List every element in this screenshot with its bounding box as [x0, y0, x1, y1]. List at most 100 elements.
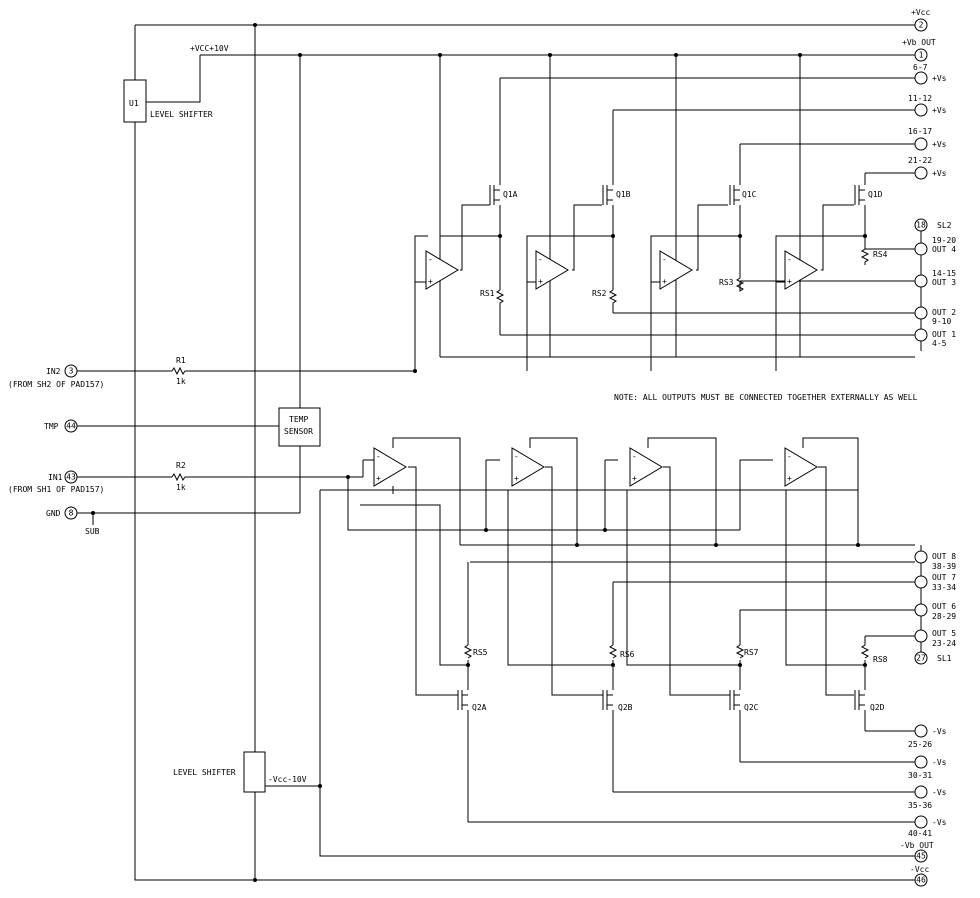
- out6-name: OUT 6: [932, 602, 956, 611]
- bottom-output-pins: OUT 8 38-39 OUT 7 33-34 OUT 6 28-29 OUT …: [460, 544, 956, 665]
- in2-source-note: (FROM SH2 OF PAD157): [8, 380, 104, 389]
- svg-text:-: -: [632, 452, 637, 461]
- top-vs-pin-2[interactable]: [914, 103, 928, 117]
- right-rail-pins: 2 +Vcc 1 +Vb OUT 45 -Vb OUT 46 -Vcc: [900, 8, 936, 887]
- pin-8-circle[interactable]: [64, 506, 78, 520]
- in1-source-note: (FROM SH1 OF PAD157): [8, 485, 104, 494]
- outputs-note: NOTE: ALL OUTPUTS MUST BE CONNECTED TOGE…: [614, 393, 918, 402]
- bottom-vs-pin-1[interactable]: [914, 724, 928, 738]
- out2-pin[interactable]: [914, 306, 928, 320]
- vcc-plus10-label: +VCC+10V: [190, 44, 229, 53]
- rs8-label: RS8: [873, 655, 888, 664]
- top-channel-b: - + Q1B RS2: [526, 55, 631, 371]
- out8-name: OUT 8: [932, 552, 956, 561]
- pin-27-number: 27: [916, 654, 926, 663]
- bottom-vs-range-4: 40-41: [908, 829, 932, 838]
- r1-label: R1: [176, 356, 186, 365]
- svg-text:-: -: [428, 255, 433, 264]
- bottom-vs-pin-4[interactable]: [914, 815, 928, 829]
- rs1-label: RS1: [480, 289, 495, 298]
- top-vs-label-2: +Vs: [932, 106, 947, 115]
- svg-text:+: +: [538, 277, 543, 286]
- pin-46-circle[interactable]: [914, 873, 928, 887]
- top-vs-range-4: 21-22: [908, 156, 932, 165]
- pin-46-label: -Vcc: [910, 865, 929, 874]
- out5-pin[interactable]: [914, 629, 928, 643]
- svg-text:+: +: [787, 277, 792, 286]
- rs2-label: RS2: [592, 289, 607, 298]
- out6-range: 28-29: [932, 612, 956, 621]
- q2a-label: Q2A: [472, 703, 487, 712]
- top-vs-label-4: +Vs: [932, 169, 947, 178]
- bottom-vs-label-2: -Vs: [932, 758, 947, 767]
- pin-1-number: 1: [919, 51, 924, 60]
- pin-3-number: 3: [69, 367, 74, 376]
- q1b-label: Q1B: [616, 190, 631, 199]
- vcc-minus10-label: -Vcc-10V: [268, 775, 307, 784]
- bottom-vs-pin-3[interactable]: [914, 785, 928, 799]
- bottom-vs-pin-2[interactable]: [914, 755, 928, 769]
- bottom-channel-a: - + Q2A RS5: [360, 437, 488, 822]
- out7-name: OUT 7: [932, 573, 956, 582]
- pin-44-number: 44: [66, 422, 76, 431]
- r2-label: R2: [176, 461, 186, 470]
- bottom-vs-label-3: -Vs: [932, 788, 947, 797]
- pin-8-number: 8: [69, 509, 74, 518]
- r1-value: 1k: [176, 377, 186, 386]
- q2c-label: Q2C: [744, 703, 759, 712]
- pin-46-number: 46: [916, 876, 926, 885]
- out5-range: 23-24: [932, 639, 956, 648]
- out3-pin[interactable]: [914, 274, 928, 288]
- top-vs-pin-4[interactable]: [914, 166, 928, 180]
- input-tmp: 44 TMP: [44, 419, 279, 433]
- out5-name: OUT 5: [932, 629, 956, 638]
- top-output-pins: 18 SL2 19-20 OUT 4 14-15 OUT 3 OUT 2 9-1…: [440, 218, 956, 358]
- pin-27-label: SL1: [937, 654, 952, 663]
- pin-1-circle[interactable]: [914, 48, 928, 62]
- out3-range: 14-15: [932, 269, 956, 278]
- top-vs-pin-3[interactable]: [914, 137, 928, 151]
- out7-range: 33-34: [932, 583, 956, 592]
- r2-value: 1k: [176, 483, 186, 492]
- pin-3-circle[interactable]: [64, 364, 78, 378]
- bottom-level-shifter: LEVEL SHIFTER -Vcc-10V: [173, 751, 307, 793]
- bottom-vs-range-2: 30-31: [908, 771, 932, 780]
- top-channel-c: - + Q1C RS3: [650, 55, 757, 371]
- q2b-label: Q2B: [618, 703, 633, 712]
- level-shifter-top-label: LEVEL SHIFTER: [150, 110, 213, 119]
- top-vs-pins: 6-7 +Vs 11-12 +Vs 16-17 +Vs 21-22 +Vs: [500, 63, 947, 180]
- top-channel-a: - + Q1A RS1: [414, 55, 518, 371]
- input-in2: 3 IN2 (FROM SH2 OF PAD157) R1 1k: [8, 356, 417, 389]
- out6-pin[interactable]: [914, 603, 928, 617]
- pin-43-circle[interactable]: [64, 470, 78, 484]
- out2-range: 9-10: [932, 317, 951, 326]
- temp-sensor-label-1: TEMP: [289, 415, 308, 424]
- pin-44-label: TMP: [44, 422, 59, 431]
- pin-45-circle[interactable]: [914, 849, 928, 863]
- pin-2-number: 2: [919, 21, 924, 30]
- out4-pin[interactable]: [914, 242, 928, 256]
- pin-2-circle[interactable]: [914, 18, 928, 32]
- pin-8-label: GND: [46, 509, 61, 518]
- pin-45-number: 45: [916, 852, 926, 861]
- temp-sensor: TEMP SENSOR: [278, 407, 321, 447]
- pin-27-circle[interactable]: [914, 651, 928, 665]
- pin-3-label: IN2: [46, 367, 61, 376]
- bottom-input-bus: [320, 477, 858, 532]
- pin-1-label: +Vb OUT: [902, 38, 936, 47]
- pin-2-label: +Vcc: [911, 8, 930, 17]
- out8-pin[interactable]: [914, 550, 928, 564]
- out1-name: OUT 1: [932, 330, 956, 339]
- q1a-label: Q1A: [503, 190, 518, 199]
- u1-level-shifter: U1 LEVEL SHIFTER +VCC+10V: [123, 44, 229, 123]
- top-vs-pin-1[interactable]: [914, 71, 928, 85]
- top-vs-label-1: +Vs: [932, 74, 947, 83]
- out1-pin[interactable]: [914, 328, 928, 342]
- bottom-vs-pins: -Vs 25-26 -Vs 30-31 -Vs 35-36 -Vs 40-41: [468, 724, 947, 838]
- out7-pin[interactable]: [914, 575, 928, 589]
- top-vs-range-1: 6-7: [913, 63, 928, 72]
- rs7-label: RS7: [744, 648, 759, 657]
- out3-name: OUT 3: [932, 278, 956, 287]
- pin-44-circle[interactable]: [64, 419, 78, 433]
- supply-rails: [134, 24, 915, 881]
